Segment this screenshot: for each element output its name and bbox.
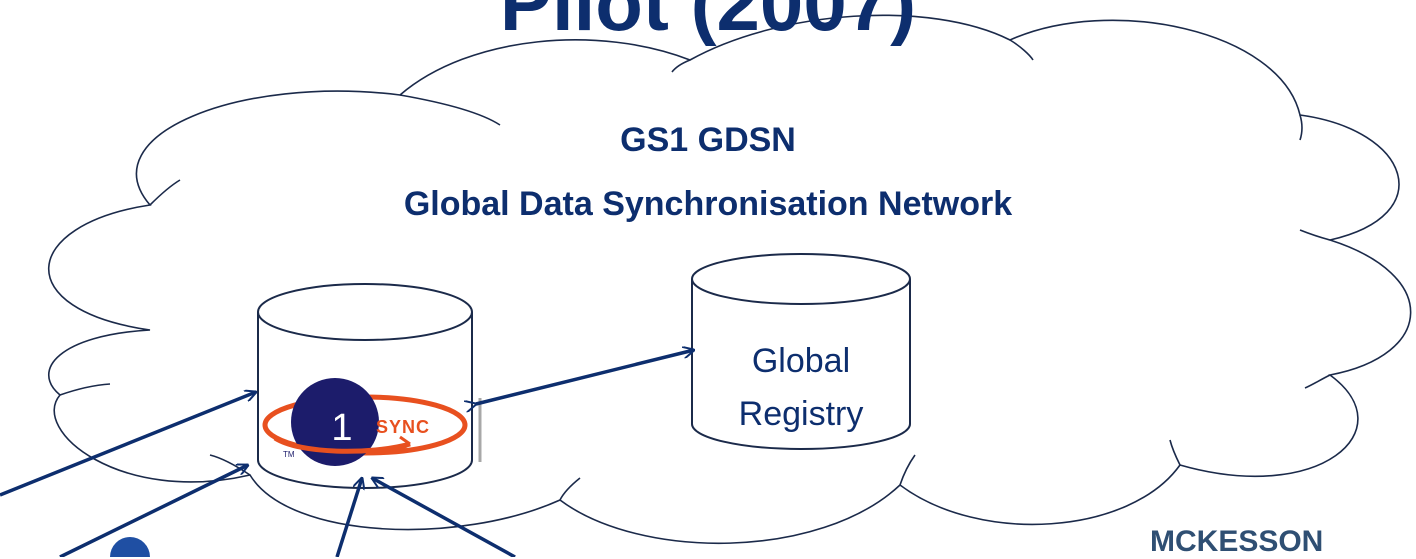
logo-number: 1 bbox=[331, 407, 352, 449]
logo-word: SYNC bbox=[376, 417, 430, 437]
mckesson-logo-text: MCKESSON bbox=[1150, 525, 1324, 558]
connectors bbox=[0, 350, 694, 557]
logo-swoosh-front bbox=[273, 435, 411, 454]
partner-logo-fragment bbox=[110, 537, 150, 557]
logo-trademark: TM bbox=[283, 450, 295, 459]
logo-swoosh-arrow bbox=[399, 435, 411, 452]
slide-title: Pilot (2007) bbox=[499, 0, 917, 47]
registry-label-line1: Global bbox=[751, 342, 851, 380]
inbound-arrow-left-upper bbox=[0, 392, 256, 497]
inbound-arrow-bottom-right bbox=[372, 478, 516, 557]
registry-label-line2: Registry bbox=[738, 395, 864, 433]
network-name: GS1 GDSN bbox=[620, 121, 796, 159]
pool-registry-connector bbox=[476, 350, 694, 404]
1sync-logo: 1 SYNC TM bbox=[262, 378, 468, 466]
inbound-arrow-left-lower bbox=[59, 463, 248, 557]
logo-navy-disc bbox=[291, 378, 379, 466]
inbound-arrow-bottom-center bbox=[335, 478, 362, 557]
network-description: Global Data Synchronisation Network bbox=[403, 185, 1013, 223]
global-registry-cylinder bbox=[691, 253, 911, 450]
